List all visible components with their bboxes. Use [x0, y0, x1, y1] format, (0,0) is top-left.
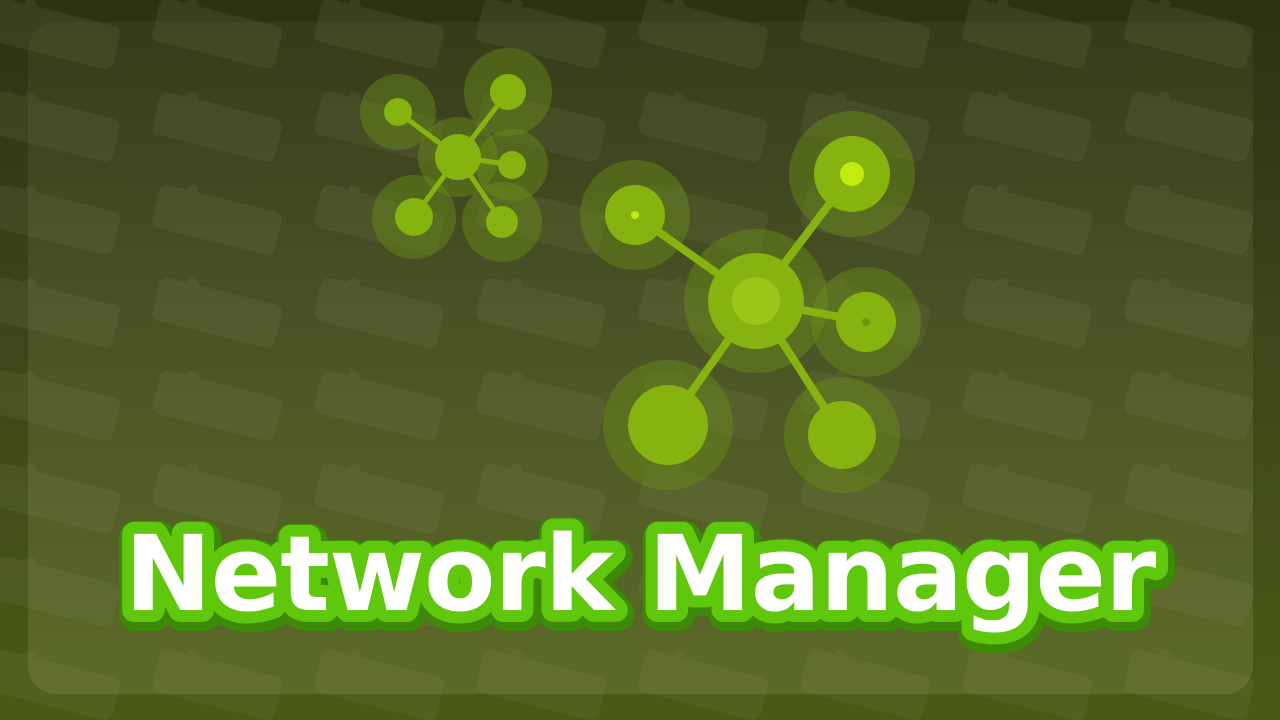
content-panel	[28, 22, 1253, 694]
page-title: Network Manager Network Manager Network …	[110, 500, 1176, 656]
network-nodes-icon-large	[580, 111, 921, 493]
title-outline: Network Manager	[125, 513, 1156, 635]
title-outline-dark: Network Manager	[127, 517, 1158, 639]
title-text: Network Manager	[125, 513, 1156, 635]
network-nodes-icon-small	[360, 48, 552, 262]
